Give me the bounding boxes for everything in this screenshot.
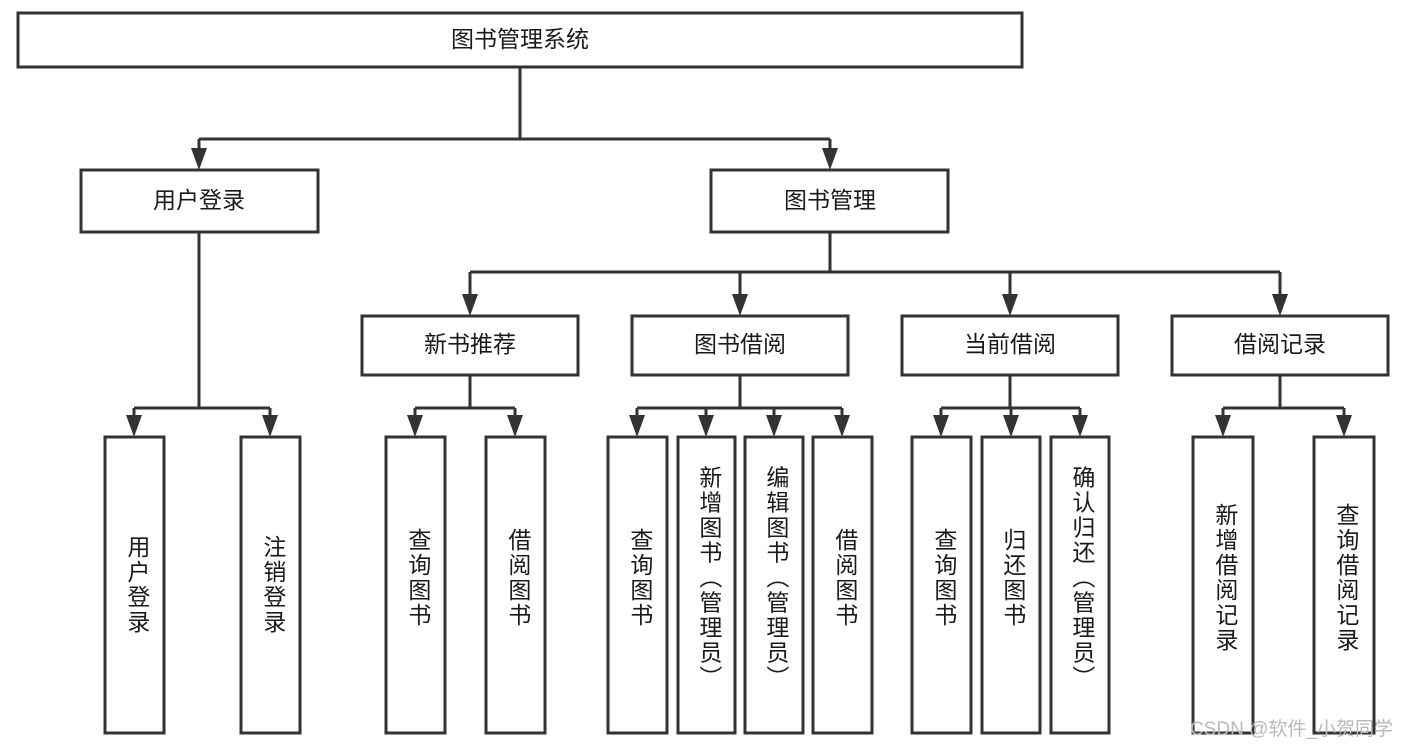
- arrow-bm-to-borrow-record: [1272, 294, 1288, 316]
- node-borrow-record-label: 借阅记录: [1234, 331, 1326, 357]
- node-root-label: 图书管理系统: [451, 26, 589, 52]
- node-leaf-query-book-1[interactable]: 查询图书: [384, 435, 447, 735]
- node-leaf-borrow-book-2-label: 借阅图书: [832, 528, 859, 628]
- arrow-bm-to-current-borrow: [1002, 294, 1018, 316]
- node-leaf-query-book-1-label: 查询图书: [405, 528, 432, 628]
- node-leaf-add-book-admin-label: 新增图书（管理员）: [696, 466, 723, 691]
- arrow-bb-c3: [766, 415, 782, 437]
- node-leaf-user-login-box[interactable]: [103, 435, 166, 735]
- arrow-bm-to-book-borrow: [732, 294, 748, 316]
- node-new-book-recommend-box[interactable]: [360, 314, 580, 377]
- arrow-user-login-c2: [262, 415, 278, 437]
- node-leaf-query-book-3[interactable]: 查询图书: [910, 435, 973, 735]
- node-leaf-logout-login-box[interactable]: [239, 435, 302, 735]
- node-book-borrow[interactable]: 图书借阅: [630, 314, 850, 377]
- arrow-br-c1: [1215, 415, 1231, 437]
- node-leaf-edit-book-admin-box[interactable]: [743, 435, 805, 735]
- node-leaf-confirm-return-admin-box[interactable]: [1049, 435, 1111, 735]
- node-leaf-return-book-label: 归还图书: [1000, 528, 1027, 628]
- node-leaf-add-borrow-record-label: 新增借阅记录: [1212, 503, 1239, 653]
- arrow-bb-c2: [698, 415, 714, 437]
- csdn-watermark: CSDN @软件_小贺同学: [1190, 719, 1393, 740]
- node-leaf-query-book-2-label: 查询图书: [627, 528, 654, 628]
- node-leaf-user-login-label: 用户登录: [124, 535, 151, 635]
- arrow-root-to-book-manage: [822, 148, 838, 170]
- node-leaf-logout-login-label: 注销登录: [260, 535, 287, 635]
- node-leaf-add-book-admin-box[interactable]: [676, 435, 737, 735]
- node-leaf-query-book-2[interactable]: 查询图书: [606, 435, 669, 735]
- node-leaf-query-borrow-record[interactable]: 查询借阅记录: [1312, 435, 1376, 735]
- node-leaf-query-borrow-record-label: 查询借阅记录: [1333, 503, 1360, 653]
- node-leaf-user-login[interactable]: 用户登录: [103, 435, 166, 735]
- node-root-box[interactable]: [16, 11, 1024, 69]
- node-leaf-edit-book-admin-label: 编辑图书（管理员）: [763, 466, 790, 691]
- node-leaf-confirm-return-admin-label: 确认归还（管理员）: [1069, 466, 1096, 691]
- node-leaf-add-borrow-record[interactable]: 新增借阅记录: [1191, 435, 1255, 735]
- node-user-login[interactable]: 用户登录: [79, 168, 320, 234]
- arrow-cb-c2: [1003, 415, 1019, 437]
- node-leaf-borrow-book-1-label: 借阅图书: [505, 528, 532, 628]
- node-leaf-confirm-return-admin[interactable]: 确认归还（管理员）: [1049, 435, 1111, 735]
- node-leaf-edit-book-admin[interactable]: 编辑图书（管理员）: [743, 435, 805, 735]
- node-book-manage-box[interactable]: [709, 168, 950, 234]
- node-new-book-recommend-label: 新书推荐: [424, 331, 516, 357]
- arrow-nbr-c2: [507, 415, 523, 437]
- arrow-nbr-c1: [407, 415, 423, 437]
- node-book-manage[interactable]: 图书管理: [709, 168, 950, 234]
- node-leaf-borrow-book-1[interactable]: 借阅图书: [484, 435, 547, 735]
- node-leaf-return-book-box[interactable]: [980, 435, 1042, 735]
- node-book-borrow-box[interactable]: [630, 314, 850, 377]
- arrow-user-login-c1: [126, 415, 142, 437]
- node-borrow-record[interactable]: 借阅记录: [1170, 314, 1390, 377]
- arrow-cb-c1: [933, 415, 949, 437]
- node-current-borrow[interactable]: 当前借阅: [900, 314, 1120, 377]
- arrow-root-to-user-login: [191, 148, 207, 170]
- node-leaf-borrow-book-2[interactable]: 借阅图书: [811, 435, 874, 735]
- node-leaf-borrow-book-1-box[interactable]: [484, 435, 547, 735]
- node-borrow-record-box[interactable]: [1170, 314, 1390, 377]
- connector-layer: [126, 67, 1352, 437]
- node-new-book-recommend[interactable]: 新书推荐: [360, 314, 580, 377]
- node-user-login-box[interactable]: [79, 168, 320, 234]
- arrow-bb-c4: [834, 415, 850, 437]
- node-current-borrow-box[interactable]: [900, 314, 1120, 377]
- node-leaf-logout-login[interactable]: 注销登录: [239, 435, 302, 735]
- arrow-bb-c1: [629, 415, 645, 437]
- node-leaf-query-book-2-box[interactable]: [606, 435, 669, 735]
- node-root[interactable]: 图书管理系统: [16, 11, 1024, 69]
- arrow-bm-to-new-book-recommend: [462, 294, 478, 316]
- node-leaf-query-book-3-label: 查询图书: [931, 528, 958, 628]
- arrow-br-c2: [1336, 415, 1352, 437]
- node-current-borrow-label: 当前借阅: [964, 331, 1056, 357]
- arrow-cb-c3: [1072, 415, 1088, 437]
- node-leaf-query-borrow-record-box[interactable]: [1312, 435, 1376, 735]
- node-book-borrow-label: 图书借阅: [694, 331, 786, 357]
- node-leaf-return-book[interactable]: 归还图书: [980, 435, 1042, 735]
- node-leaf-borrow-book-2-box[interactable]: [811, 435, 874, 735]
- node-leaf-query-book-3-box[interactable]: [910, 435, 973, 735]
- node-leaf-add-borrow-record-box[interactable]: [1191, 435, 1255, 735]
- node-leaf-query-book-1-box[interactable]: [384, 435, 447, 735]
- node-user-login-label: 用户登录: [153, 187, 245, 213]
- node-book-manage-label: 图书管理: [784, 187, 876, 213]
- node-leaf-add-book-admin[interactable]: 新增图书（管理员）: [676, 435, 737, 735]
